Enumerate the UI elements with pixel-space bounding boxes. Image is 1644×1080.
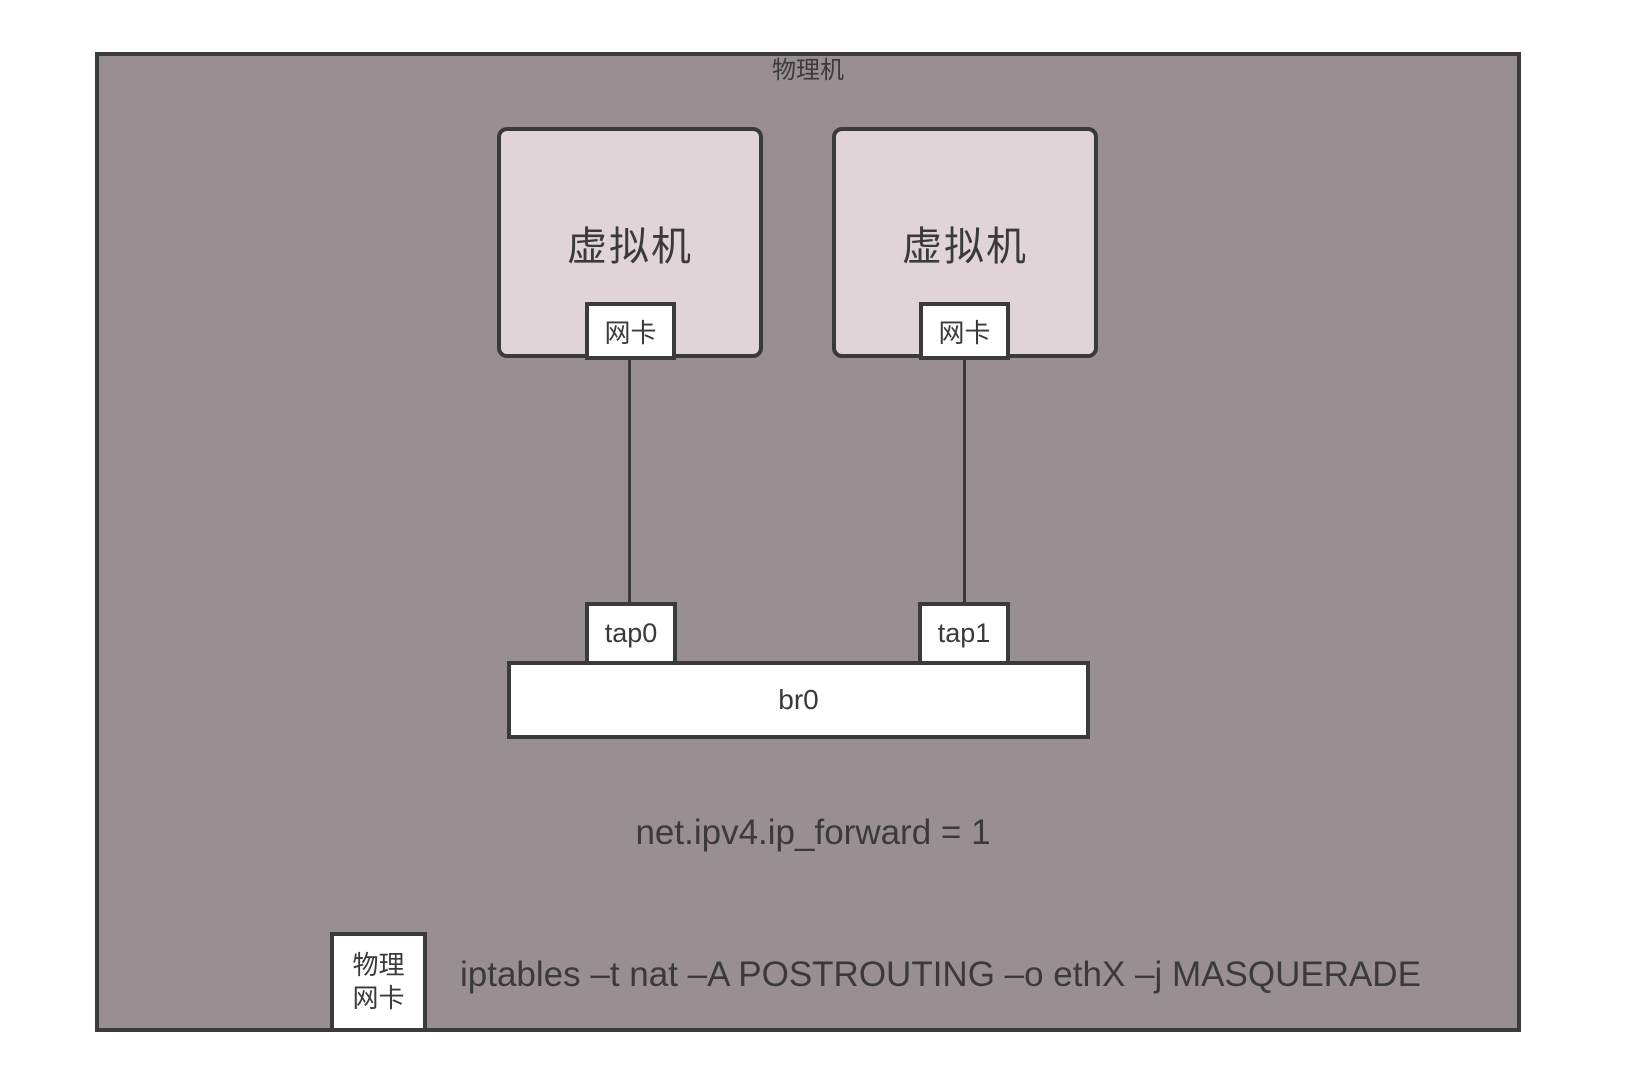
physical-host-box	[95, 52, 1521, 1032]
iptables-masquerade-text: iptables –t nat –A POSTROUTING –o ethX –…	[460, 955, 1421, 994]
vm1-label: 虚拟机	[567, 224, 693, 269]
vm1-nic-box: 网卡	[585, 302, 676, 360]
bridge-br0-label: br0	[778, 684, 819, 715]
tap1-label: tap1	[937, 618, 991, 648]
vm1-nic-label: 网卡	[604, 317, 657, 348]
vm2-tap1-connector-line	[963, 356, 966, 606]
physical-nic-box: 物理 网卡	[330, 932, 427, 1032]
tap0-label: tap0	[604, 618, 658, 648]
physical-host-label: 物理机	[772, 57, 844, 84]
physical-nic-label-line2: 网卡	[352, 983, 405, 1013]
tap1-box: tap1	[918, 602, 1010, 665]
bridge-br0-box: br0	[507, 661, 1090, 739]
vm2-nic-box: 网卡	[919, 302, 1010, 360]
sysctl-ip-forward-text: net.ipv4.ip_forward = 1	[635, 813, 991, 852]
vm2-nic-label: 网卡	[938, 317, 991, 348]
vm1-tap0-connector-line	[628, 356, 631, 606]
vm2-label: 虚拟机	[902, 224, 1028, 269]
physical-nic-label-line1: 物理	[352, 950, 405, 980]
tap0-box: tap0	[585, 602, 677, 665]
